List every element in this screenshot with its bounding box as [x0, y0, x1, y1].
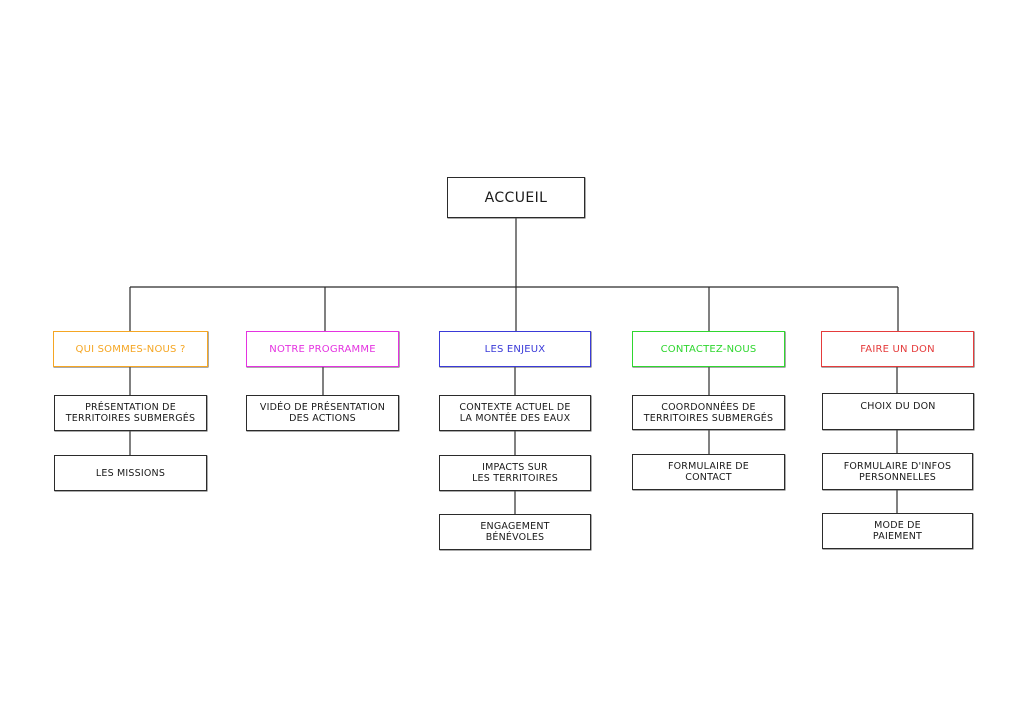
- node-contactez-nous: CONTACTEZ-NOUS: [632, 331, 785, 367]
- node-coordonnees: COORDONNÉES DE TERRITOIRES SUBMERGÉS: [632, 395, 785, 430]
- node-formulaire-contact: FORMULAIRE DE CONTACT: [632, 454, 785, 490]
- node-accueil: ACCUEIL: [447, 177, 585, 218]
- node-formulaire-infos: FORMULAIRE D'INFOS PERSONNELLES: [822, 453, 973, 490]
- node-contexte-actuel: CONTEXTE ACTUEL DE LA MONTÉE DES EAUX: [439, 395, 591, 431]
- node-choix-du-don: CHOIX DU DON: [822, 393, 974, 430]
- node-presentation: PRÉSENTATION DE TERRITOIRES SUBMERGÉS: [54, 395, 207, 431]
- node-les-enjeux: LES ENJEUX: [439, 331, 591, 367]
- node-engagement: ENGAGEMENT BÉNÉVOLES: [439, 514, 591, 550]
- node-faire-un-don: FAIRE UN DON: [821, 331, 974, 367]
- node-video-presentation: VIDÉO DE PRÉSENTATION DES ACTIONS: [246, 395, 399, 431]
- node-mode-paiement: MODE DE PAIEMENT: [822, 513, 973, 549]
- node-les-missions: LES MISSIONS: [54, 455, 207, 491]
- node-notre-programme: NOTRE PROGRAMME: [246, 331, 399, 367]
- node-impacts: IMPACTS SUR LES TERRITOIRES: [439, 455, 591, 491]
- node-qui-sommes-nous: QUI SOMMES-NOUS ?: [53, 331, 208, 367]
